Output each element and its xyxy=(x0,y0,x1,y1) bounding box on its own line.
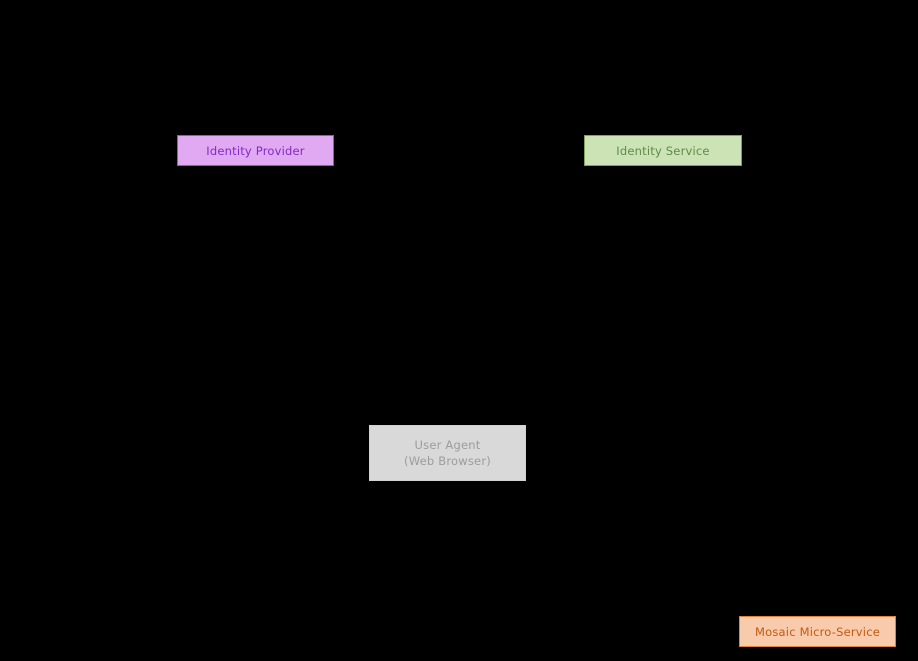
node-mosaic-micro-service: Mosaic Micro-Service xyxy=(739,616,896,647)
node-mosaic-micro-service-label: Mosaic Micro-Service xyxy=(755,624,880,639)
node-user-agent-label-line1: User Agent xyxy=(414,438,481,452)
node-identity-provider: Identity Provider xyxy=(177,135,334,166)
node-user-agent-label-line2: (Web Browser) xyxy=(404,454,491,468)
node-user-agent: User Agent (Web Browser) xyxy=(369,425,526,481)
node-identity-provider-label: Identity Provider xyxy=(206,143,305,158)
node-identity-service-label: Identity Service xyxy=(616,143,710,158)
node-identity-service: Identity Service xyxy=(584,135,742,166)
